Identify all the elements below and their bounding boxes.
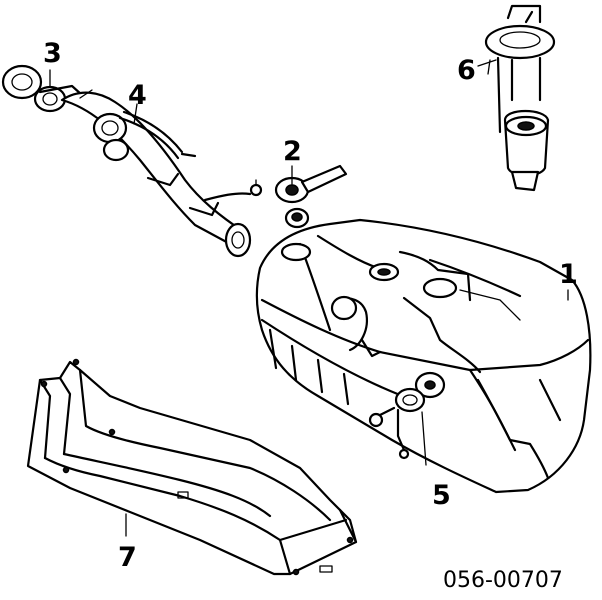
diagram-code: 056-00707	[443, 568, 563, 593]
callout-2: 2	[283, 136, 302, 167]
filler-tube-part	[60, 89, 252, 258]
callout-5: 5	[432, 480, 451, 511]
filler-neck-rings-part	[1, 64, 84, 113]
leader-lines	[49, 59, 569, 537]
hose-clamp-part	[249, 179, 263, 197]
callout-1: 1	[559, 259, 578, 290]
callout-3: 3	[43, 38, 62, 69]
callout-4: 4	[128, 80, 147, 111]
skid-plate-part	[26, 358, 358, 576]
filler-cap-part	[274, 164, 348, 229]
sending-unit-part	[368, 371, 446, 460]
callout-6: 6	[457, 55, 476, 86]
fuel-pump-module-part	[484, 4, 556, 192]
callout-7: 7	[118, 542, 137, 573]
fuel-tank-part	[255, 218, 592, 494]
